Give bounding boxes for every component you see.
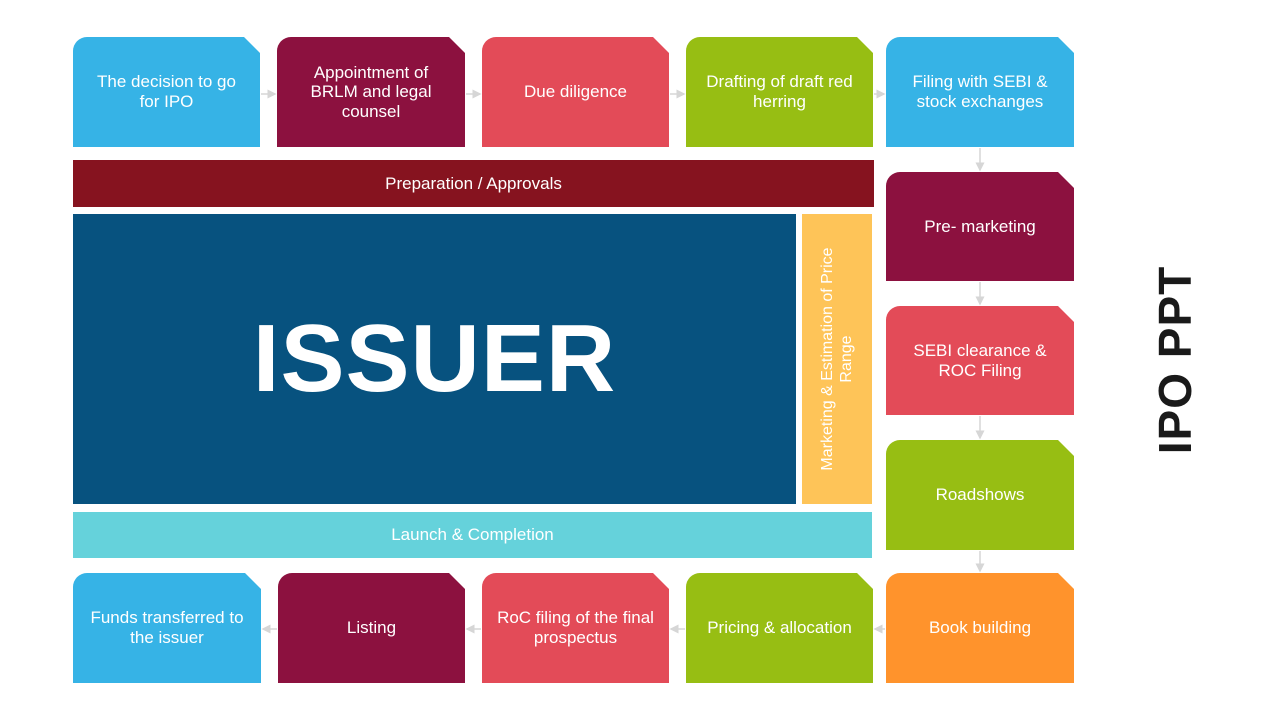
step-drafting: Drafting of draft red herring (686, 37, 873, 147)
step-pricing-label: Pricing & allocation (707, 618, 852, 638)
step-appointment: Appointment of BRLM and legal counsel (277, 37, 465, 147)
step-roc-filing: RoC filing of the final prospectus (482, 573, 669, 683)
step-appointment-label: Appointment of BRLM and legal counsel (310, 62, 432, 121)
step-sebi-clearance: SEBI clearance & ROC Filing (886, 306, 1074, 415)
step-decision: The decision to go for IPO (73, 37, 260, 147)
step-filing: Filing with SEBI & stock exchanges (886, 37, 1074, 147)
step-roc-filing-label: RoC filing of the final prospectus (497, 608, 654, 647)
step-book-building-label: Book building (928, 618, 1032, 638)
issuer-block: ISSUER (73, 214, 796, 504)
step-roadshows: Roadshows (886, 440, 1074, 550)
step-book-building: Book building (886, 573, 1074, 683)
step-listing-label: Listing (346, 618, 397, 638)
step-pre-marketing: Pre- marketing (886, 172, 1074, 281)
preparation-band: Preparation / Approvals (73, 160, 874, 207)
step-decision-label: The decision to go for IPO (97, 72, 236, 111)
step-due-diligence-label: Due diligence (523, 82, 627, 102)
step-sebi-clearance-label: SEBI clearance & ROC Filing (913, 340, 1047, 380)
step-pricing: Pricing & allocation (686, 573, 873, 683)
step-filing-label: Filing with SEBI & stock exchanges (912, 72, 1048, 111)
launch-band: Launch & Completion (73, 512, 872, 558)
step-funds: Funds transferred to the issuer (73, 573, 261, 683)
step-funds-label: Funds transferred to the issuer (90, 608, 244, 647)
step-due-diligence: Due diligence (482, 37, 669, 147)
issuer-label: ISSUER (252, 305, 617, 412)
marketing-bar: Marketing & Estimation of Price Range (802, 214, 872, 504)
step-pre-marketing-label: Pre- marketing (924, 216, 1036, 236)
step-roadshows-label: Roadshows (935, 485, 1025, 505)
step-listing: Listing (278, 573, 465, 683)
step-drafting-label: Drafting of draft red herring (706, 72, 853, 111)
launch-band-label: Launch & Completion (391, 525, 554, 544)
preparation-band-label: Preparation / Approvals (385, 173, 562, 193)
